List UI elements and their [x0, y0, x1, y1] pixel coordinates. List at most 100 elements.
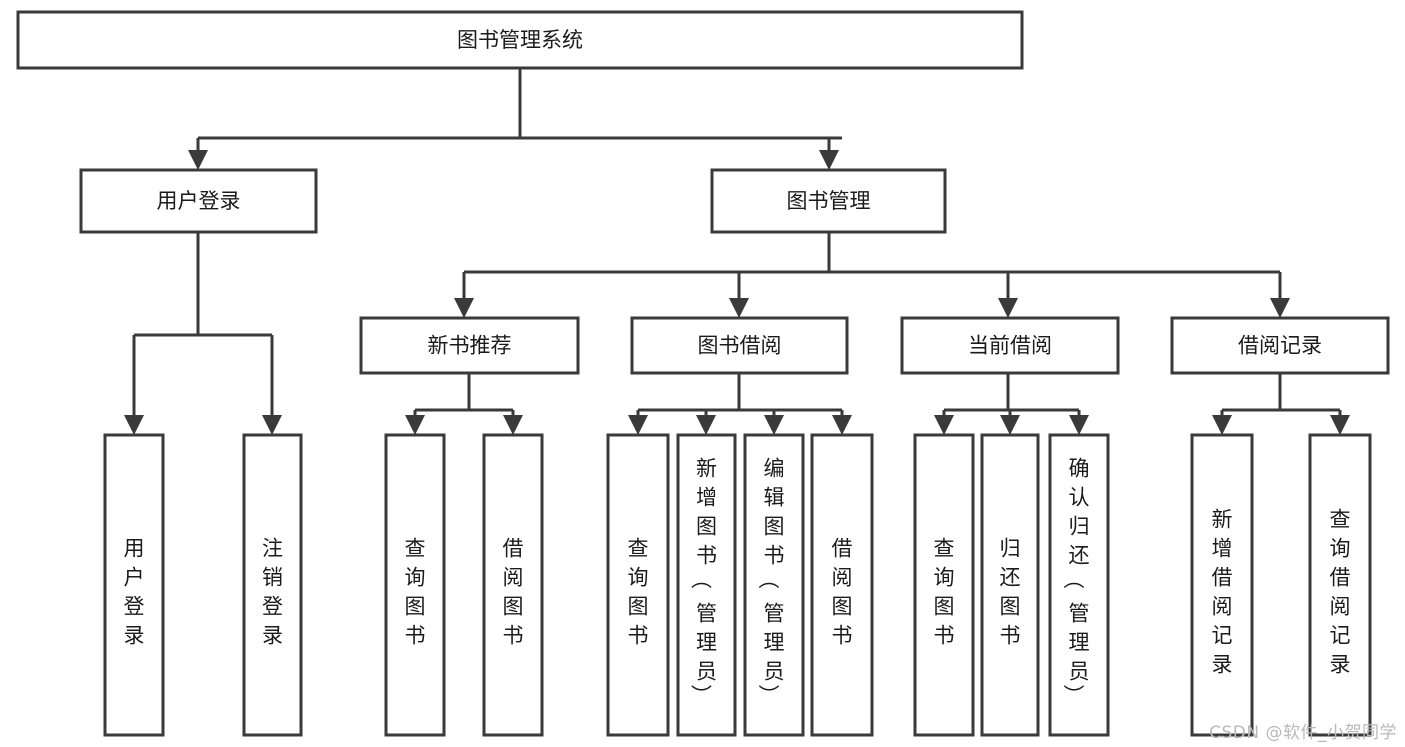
level3-node-3[interactable]: 借阅记录 — [1170, 316, 1390, 375]
node-label-char: 归 — [1000, 537, 1021, 561]
node-box[interactable] — [16, 10, 1024, 70]
level3-node-2[interactable]: 当前借阅 — [900, 316, 1120, 375]
node-box[interactable] — [913, 433, 975, 737]
leaf-node-0[interactable]: 用户登录 — [103, 433, 165, 737]
node-label: 图书借阅 — [698, 334, 782, 358]
node-label: 当前借阅 — [968, 334, 1052, 358]
connectors-newbook-to-leaves — [405, 373, 523, 435]
node-label-char: 借 — [1212, 566, 1233, 590]
arrow-head-icon — [764, 415, 784, 435]
node-label-char: 用 — [124, 537, 145, 561]
node-box[interactable] — [606, 433, 670, 737]
node-box[interactable] — [79, 168, 318, 234]
node-label-char: 书 — [628, 624, 649, 648]
node-label: 图书管理 — [787, 189, 871, 213]
arrow-head-icon — [188, 150, 208, 170]
node-box[interactable] — [743, 433, 805, 737]
node-label-char: 理 — [1069, 631, 1090, 655]
node-box[interactable] — [630, 316, 849, 375]
node-label-char: 记 — [1212, 624, 1233, 648]
arrow-head-icon — [1000, 415, 1020, 435]
node-label-char: 图 — [764, 515, 785, 539]
arrow-head-icon — [503, 415, 523, 435]
arrow-head-icon — [1069, 415, 1089, 435]
level2-node-0[interactable]: 用户登录 — [79, 168, 318, 234]
node-label-char: 登 — [262, 595, 283, 619]
node-label-char: 销 — [262, 566, 283, 590]
node-label-char: 询 — [1330, 537, 1351, 561]
node-label-char: 编 — [764, 457, 785, 481]
root-node-0[interactable]: 图书管理系统 — [16, 10, 1024, 70]
node-label-char: 录 — [124, 624, 145, 648]
node-label-char: ） — [756, 684, 780, 705]
node-box[interactable] — [810, 433, 874, 737]
connectors-root-to-level2 — [188, 68, 842, 170]
node-label-char: 认 — [1069, 486, 1090, 510]
node-box[interactable] — [676, 433, 737, 737]
node-label: 新书推荐 — [428, 334, 512, 358]
node-label-char: 图 — [1000, 595, 1021, 619]
node-label-char: 查 — [934, 537, 955, 561]
node-label-char: 书 — [503, 624, 524, 648]
node-label-char: 询 — [934, 566, 955, 590]
node-label-char: 户 — [124, 566, 145, 590]
node-label: 借阅记录 — [1238, 334, 1322, 358]
arrow-head-icon — [696, 415, 716, 435]
node-box[interactable] — [900, 316, 1120, 375]
node-label-char: 书 — [696, 544, 717, 568]
nodes-layer: 图书管理系统用户登录图书管理新书推荐图书借阅当前借阅借阅记录用户登录注销登录查询… — [16, 10, 1390, 737]
node-label-char: 询 — [405, 566, 426, 590]
node-label-char: 理 — [764, 631, 785, 655]
arrow-head-icon — [1212, 415, 1232, 435]
node-box[interactable] — [980, 433, 1040, 737]
level3-node-0[interactable]: 新书推荐 — [359, 316, 580, 375]
node-box[interactable] — [1308, 433, 1372, 737]
node-label-char: 阅 — [1330, 595, 1351, 619]
node-label-char: 图 — [696, 515, 717, 539]
node-box[interactable] — [103, 433, 165, 737]
node-label-char: 询 — [628, 566, 649, 590]
node-box[interactable] — [1048, 433, 1110, 737]
arrow-head-icon — [628, 415, 648, 435]
arrow-head-icon — [1330, 415, 1350, 435]
node-box[interactable] — [1190, 433, 1254, 737]
node-box[interactable] — [482, 433, 544, 737]
node-box[interactable] — [1170, 316, 1390, 375]
node-label-char: 阅 — [503, 566, 524, 590]
node-label-char: （ — [689, 568, 713, 589]
node-box[interactable] — [384, 433, 446, 737]
node-box[interactable] — [710, 168, 947, 234]
connectors-records-to-leaves — [1212, 373, 1350, 435]
node-box[interactable] — [242, 433, 303, 737]
node-label-char: 图 — [832, 595, 853, 619]
csdn-watermark: CSDN @软件_小贺同学 — [1209, 723, 1397, 743]
arrow-head-icon — [934, 415, 954, 435]
node-label-char: 管 — [764, 602, 785, 626]
node-label-char: 书 — [832, 624, 853, 648]
node-label-char: 书 — [405, 624, 426, 648]
node-label-char: 书 — [1000, 624, 1021, 648]
connectors-current-to-leaves — [934, 373, 1089, 435]
node-label-char: （ — [1061, 568, 1085, 589]
node-label-char: 增 — [696, 486, 717, 510]
node-box[interactable] — [359, 316, 580, 375]
level2-node-1[interactable]: 图书管理 — [710, 168, 947, 234]
level3-node-1[interactable]: 图书借阅 — [630, 316, 849, 375]
node-label-char: 归 — [1069, 515, 1090, 539]
node-label-char: 阅 — [1212, 595, 1233, 619]
node-label-char: 管 — [696, 602, 717, 626]
node-label-char: 登 — [124, 595, 145, 619]
